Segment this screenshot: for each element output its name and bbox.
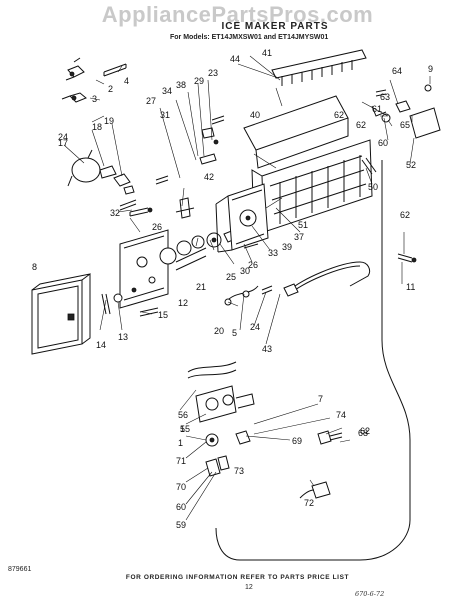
ordering-note: FOR ORDERING INFORMATION REFER TO PARTS … — [125, 574, 350, 581]
callout-7: 7 — [318, 394, 323, 404]
handwritten-code: 670-6-72 — [355, 590, 385, 598]
callout-19: 19 — [104, 116, 114, 126]
part-clips-18-19 — [113, 173, 137, 211]
part-valve-fittings — [205, 430, 251, 477]
callout-1: 1 — [178, 438, 183, 448]
callout-69: 69 — [292, 436, 302, 446]
callout-labels: 1234578911121314151718192021232425262729… — [32, 48, 433, 530]
callout-25: 25 — [226, 272, 236, 282]
callout-62: 62 — [356, 120, 366, 130]
part-motor-housing — [215, 183, 269, 253]
callout-60: 60 — [176, 502, 186, 512]
callout-52: 52 — [406, 160, 416, 170]
callout-71: 71 — [176, 456, 186, 466]
callout-4: 4 — [124, 76, 129, 86]
callout-9: 9 — [428, 64, 433, 74]
part-mounting-plate-12 — [119, 229, 169, 309]
callout-26: 26 — [248, 260, 258, 270]
callout-17: 17 — [58, 138, 68, 148]
callout-26: 26 — [152, 222, 162, 232]
callout-55: 55 — [180, 424, 190, 434]
callout-33: 33 — [268, 248, 278, 258]
part-long-supply-line — [215, 160, 411, 561]
callout-44: 44 — [230, 54, 240, 64]
callout-5: 5 — [232, 328, 237, 338]
part-harness-20 — [224, 285, 273, 306]
callout-27: 27 — [146, 96, 156, 106]
callout-42: 42 — [204, 172, 214, 182]
model-numbers: For Models: ET14JMXSW01 and ET14JMYSW01 — [170, 34, 329, 41]
callout-15: 15 — [158, 310, 168, 320]
part-bracket-42 — [175, 197, 195, 219]
callout-31: 31 — [160, 110, 170, 120]
callout-62: 62 — [400, 210, 410, 220]
callout-64: 64 — [392, 66, 402, 76]
callout-56: 56 — [178, 410, 188, 420]
callout-23: 23 — [208, 68, 218, 78]
page-number: 12 — [245, 584, 253, 591]
callout-34: 34 — [162, 86, 172, 96]
leader-lines — [63, 55, 431, 521]
callout-61: 61 — [372, 104, 382, 114]
part-shield-40 — [243, 95, 349, 169]
callout-1: 1 — [180, 424, 185, 434]
callout-20: 20 — [214, 326, 224, 336]
part-cover-8 — [31, 273, 91, 355]
callout-40: 40 — [250, 110, 260, 120]
callout-72: 72 — [304, 498, 314, 508]
callout-51: 51 — [298, 220, 308, 230]
callout-14: 14 — [96, 340, 106, 350]
part-ice-mold-51 — [251, 139, 373, 233]
callout-30: 30 — [240, 266, 250, 276]
callout-41: 41 — [262, 48, 272, 58]
callout-73: 73 — [234, 466, 244, 476]
callout-29: 29 — [194, 76, 204, 86]
callout-3: 3 — [92, 94, 97, 104]
diagram-title: ICE MAKER PARTS — [221, 21, 329, 32]
callout-18: 18 — [92, 122, 102, 132]
part-screw-50 — [361, 157, 377, 175]
callout-21: 21 — [196, 282, 206, 292]
callout-50: 50 — [368, 182, 378, 192]
callout-39: 39 — [282, 242, 292, 252]
callout-11: 11 — [406, 282, 415, 292]
callout-62: 62 — [360, 426, 370, 436]
callout-24: 24 — [58, 132, 68, 142]
callout-62: 62 — [334, 110, 344, 120]
callout-60: 60 — [378, 138, 388, 148]
callout-68: 68 — [358, 428, 368, 438]
part-fitting-69 — [317, 430, 343, 445]
part-water-valve — [187, 361, 255, 423]
part-bolts-top-left — [61, 57, 127, 103]
callout-12: 12 — [178, 298, 188, 308]
part-ejector-44 — [271, 49, 367, 86]
part-small-hardware-upper — [155, 115, 225, 185]
part-screw-11 — [397, 253, 417, 263]
document-number: 879661 — [8, 566, 32, 573]
callout-74: 74 — [336, 410, 346, 420]
callout-24: 24 — [250, 322, 260, 332]
callout-13: 13 — [118, 332, 128, 342]
callout-38: 38 — [176, 80, 186, 90]
callout-63: 63 — [380, 92, 390, 102]
callout-37: 37 — [294, 232, 304, 242]
callout-2: 2 — [108, 84, 113, 94]
part-water-tube-43 — [283, 261, 371, 297]
part-compression-fitting-72 — [299, 481, 331, 499]
site-watermark: AppliancePartsPros.com — [101, 2, 374, 27]
callout-43: 43 — [262, 344, 272, 354]
part-thermostat-17 — [67, 149, 117, 187]
callout-59: 59 — [176, 520, 186, 530]
callout-70: 70 — [176, 482, 186, 492]
callout-65: 65 — [400, 120, 410, 130]
part-screw-32 — [129, 207, 153, 217]
callout-32: 32 — [110, 208, 120, 218]
callout-8: 8 — [32, 262, 37, 272]
